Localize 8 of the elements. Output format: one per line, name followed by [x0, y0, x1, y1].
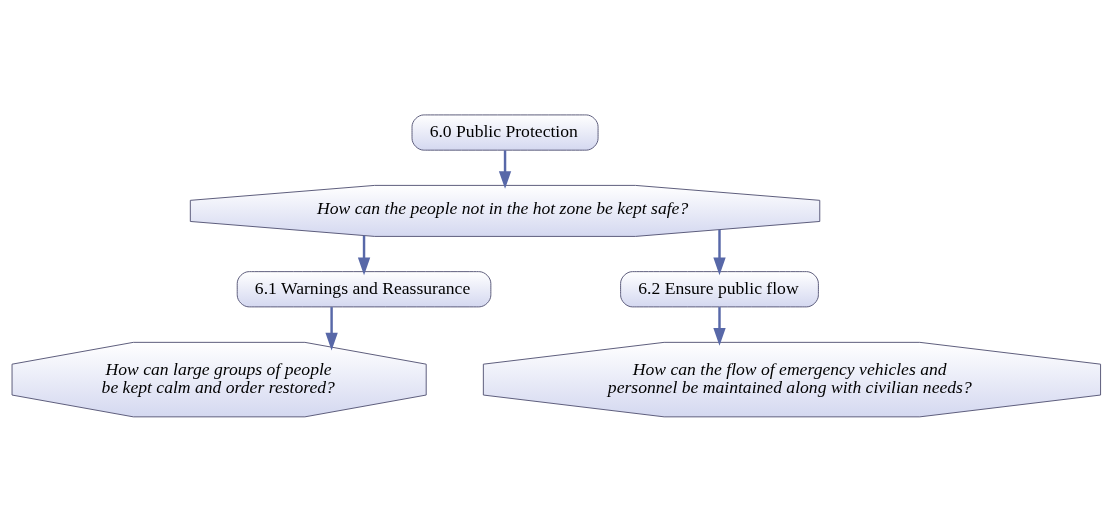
- arrow: [357, 235, 371, 275]
- node-box: 6.0 Public Protection: [411, 113, 599, 151]
- arrow: [713, 306, 726, 346]
- node-box: 6.2 Ensure public flow: [620, 270, 819, 307]
- arrow: [498, 149, 512, 189]
- arrow: [325, 306, 338, 350]
- arrow: [713, 229, 726, 275]
- node-box: 6.1 Warnings and Reassurance: [236, 270, 492, 307]
